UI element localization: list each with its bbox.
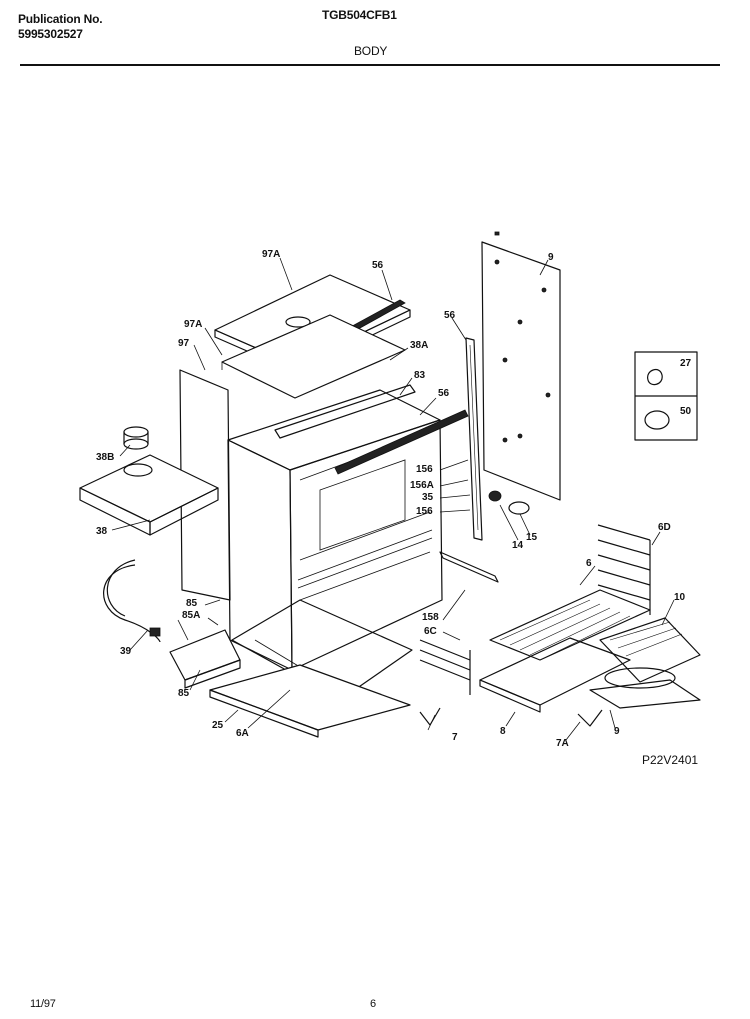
header-rule — [20, 64, 720, 66]
callout-10: 10 — [674, 592, 686, 603]
callout-56-right: 56 — [444, 310, 456, 321]
callout-6c: 6C — [424, 626, 437, 637]
page-number: 6 — [370, 998, 376, 1010]
callout-85a: 85A — [182, 610, 200, 621]
callout-56-top: 56 — [372, 260, 384, 271]
callout-39: 39 — [120, 646, 132, 657]
callout-158: 158 — [422, 612, 439, 623]
callout-97a-left: 97A — [184, 319, 202, 330]
callout-15: 15 — [526, 532, 538, 543]
callout-38b: 38B — [96, 452, 114, 463]
callout-38: 38 — [96, 526, 108, 537]
callout-156-a: 156 — [416, 464, 433, 475]
side-rack — [597, 524, 651, 615]
callout-27: 27 — [680, 358, 692, 369]
callout-6d: 6D — [658, 522, 671, 533]
footer-date: 11/97 — [30, 998, 56, 1010]
callout-35: 35 — [422, 492, 434, 503]
range-body-frame — [227, 389, 443, 701]
model-number: TGB504CFB1 — [322, 8, 397, 22]
callout-156-b: 156 — [416, 506, 433, 517]
callout-6a: 6A — [236, 728, 249, 739]
callout-9-back-panel: 9 — [548, 252, 554, 263]
callout-labels: 97A 56 9 97A 97 38A 56 83 56 38B 38 156 … — [96, 249, 692, 749]
publication-number: 5995302527 — [18, 27, 83, 41]
callout-85-lower: 85 — [178, 688, 190, 699]
callout-9-pan: 9 — [614, 726, 620, 737]
callout-6: 6 — [586, 558, 592, 569]
callout-97: 97 — [178, 338, 190, 349]
callout-85-upper: 85 — [186, 598, 198, 609]
callout-38a: 38A — [410, 340, 428, 351]
drawing-code: P22V2401 — [642, 753, 698, 767]
callout-83: 83 — [414, 370, 426, 381]
back-panel — [481, 231, 561, 501]
leader-lines — [111, 257, 675, 741]
callout-7a: 7A — [556, 738, 569, 749]
callout-50: 50 — [680, 406, 692, 417]
callout-156a: 156A — [410, 480, 434, 491]
section-title: BODY — [354, 44, 388, 58]
callout-97a-top: 97A — [262, 249, 280, 260]
callout-7: 7 — [452, 732, 458, 743]
broiler-box — [79, 426, 219, 536]
inset-parts-box — [634, 351, 698, 441]
lower-rails — [419, 639, 471, 695]
callout-56-middle: 56 — [438, 388, 450, 399]
publication-label: Publication No. — [18, 12, 103, 26]
callout-14: 14 — [512, 540, 524, 551]
oven-racks — [479, 589, 701, 713]
callout-8: 8 — [500, 726, 506, 737]
callout-25: 25 — [212, 720, 224, 731]
